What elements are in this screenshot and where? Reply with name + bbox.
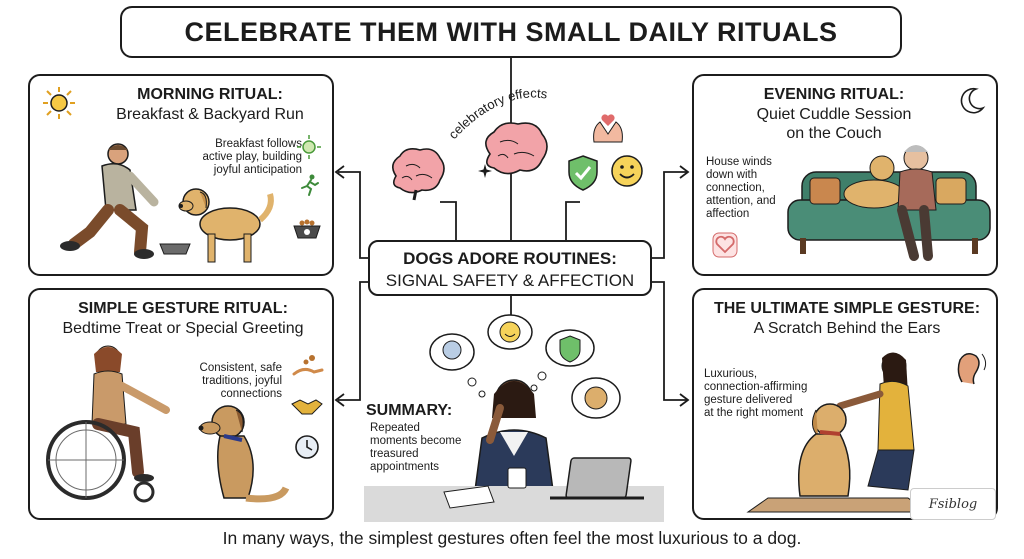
ear-icon xyxy=(957,353,987,385)
moon-icon xyxy=(960,87,986,114)
scratch-ears-illustration xyxy=(746,352,930,513)
sparkle-icon xyxy=(478,164,492,178)
morning-ritual-subtitle: Breakfast & Backyard Run xyxy=(116,106,304,123)
left-brain-icon xyxy=(392,148,445,201)
ultimate-gesture-subtitle: A Scratch Behind the Ears xyxy=(753,320,941,337)
center-message-box: DOGS ADORE ROUTINES: SIGNAL SAFETY & AFF… xyxy=(368,240,652,296)
evening-ritual-note: House winds down with connection, attent… xyxy=(706,156,776,220)
sun-icon xyxy=(43,87,75,119)
thought-bubbles-illustration xyxy=(429,314,621,419)
svg-text:celebratory effects: celebratory effects xyxy=(445,85,548,141)
empty-bowl-icon xyxy=(159,243,191,255)
morning-ritual-title: MORNING RITUAL: xyxy=(137,86,283,103)
brand-logo: Fsiblog xyxy=(910,488,996,520)
simple-gesture-panel: SIMPLE GESTURE RITUAL: Bedtime Treat or … xyxy=(28,288,334,520)
simple-gesture-note: Consistent, safe traditions, joyful conn… xyxy=(199,362,282,400)
evening-ritual-title: EVENING RITUAL: xyxy=(763,86,905,103)
effects-label: celebratory effects xyxy=(445,85,548,141)
treat-hand-icon xyxy=(292,355,324,376)
simple-gesture-subtitle: Bedtime Treat or Special Greeting xyxy=(62,320,304,337)
summary-text: Repeated moments become treasured appoin… xyxy=(370,422,462,473)
morning-ritual-note: Breakfast follows active play, building … xyxy=(202,138,302,176)
woman-wheelchair-illustration xyxy=(46,345,170,503)
morning-ritual-panel: MORNING RITUAL: Breakfast & Backyard Run… xyxy=(28,74,334,276)
evening-ritual-panel: EVENING RITUAL: Quiet Cuddle Session on … xyxy=(692,74,998,276)
center-line2: SIGNAL SAFETY & AFFECTION xyxy=(385,271,635,290)
woman-desk-illustration xyxy=(364,379,664,522)
heart-icon xyxy=(712,232,738,258)
center-line1: DOGS ADORE ROUTINES: xyxy=(403,249,617,268)
effects-arc-label: celebratory effects xyxy=(445,85,548,141)
clock-icon xyxy=(295,435,319,459)
ultimate-gesture-note: Luxurious, connection-affirming gesture … xyxy=(704,368,808,419)
sofa-illustration xyxy=(787,145,991,261)
center-brain-icon xyxy=(485,122,548,175)
smiley-icon xyxy=(611,155,643,187)
evening-ritual-subtitle-line2: on the Couch xyxy=(786,125,882,142)
evening-ritual-subtitle-line1: Quiet Cuddle Session xyxy=(756,106,912,123)
simple-gesture-title: SIMPLE GESTURE RITUAL: xyxy=(78,300,288,317)
shield-check-icon xyxy=(568,155,598,191)
food-bowl-icon xyxy=(293,219,321,239)
running-icon xyxy=(301,174,319,196)
page-title: CELEBRATE THEM WITH SMALL DAILY RITUALS xyxy=(120,6,902,58)
ultimate-gesture-title: THE ULTIMATE SIMPLE GESTURE: xyxy=(713,300,981,317)
sitting-dog-illustration xyxy=(198,405,290,503)
ultimate-gesture-panel: THE ULTIMATE SIMPLE GESTURE: A Scratch B… xyxy=(692,288,998,520)
dog-illustration xyxy=(178,188,274,263)
hands-heart-icon xyxy=(593,114,623,143)
summary-title: SUMMARY: xyxy=(366,402,453,419)
footer-caption: In many ways, the simplest gestures ofte… xyxy=(222,528,802,548)
man-kneeling-illustration xyxy=(60,143,159,259)
handshake-icon xyxy=(291,399,323,415)
small-sun-icon xyxy=(297,135,321,159)
